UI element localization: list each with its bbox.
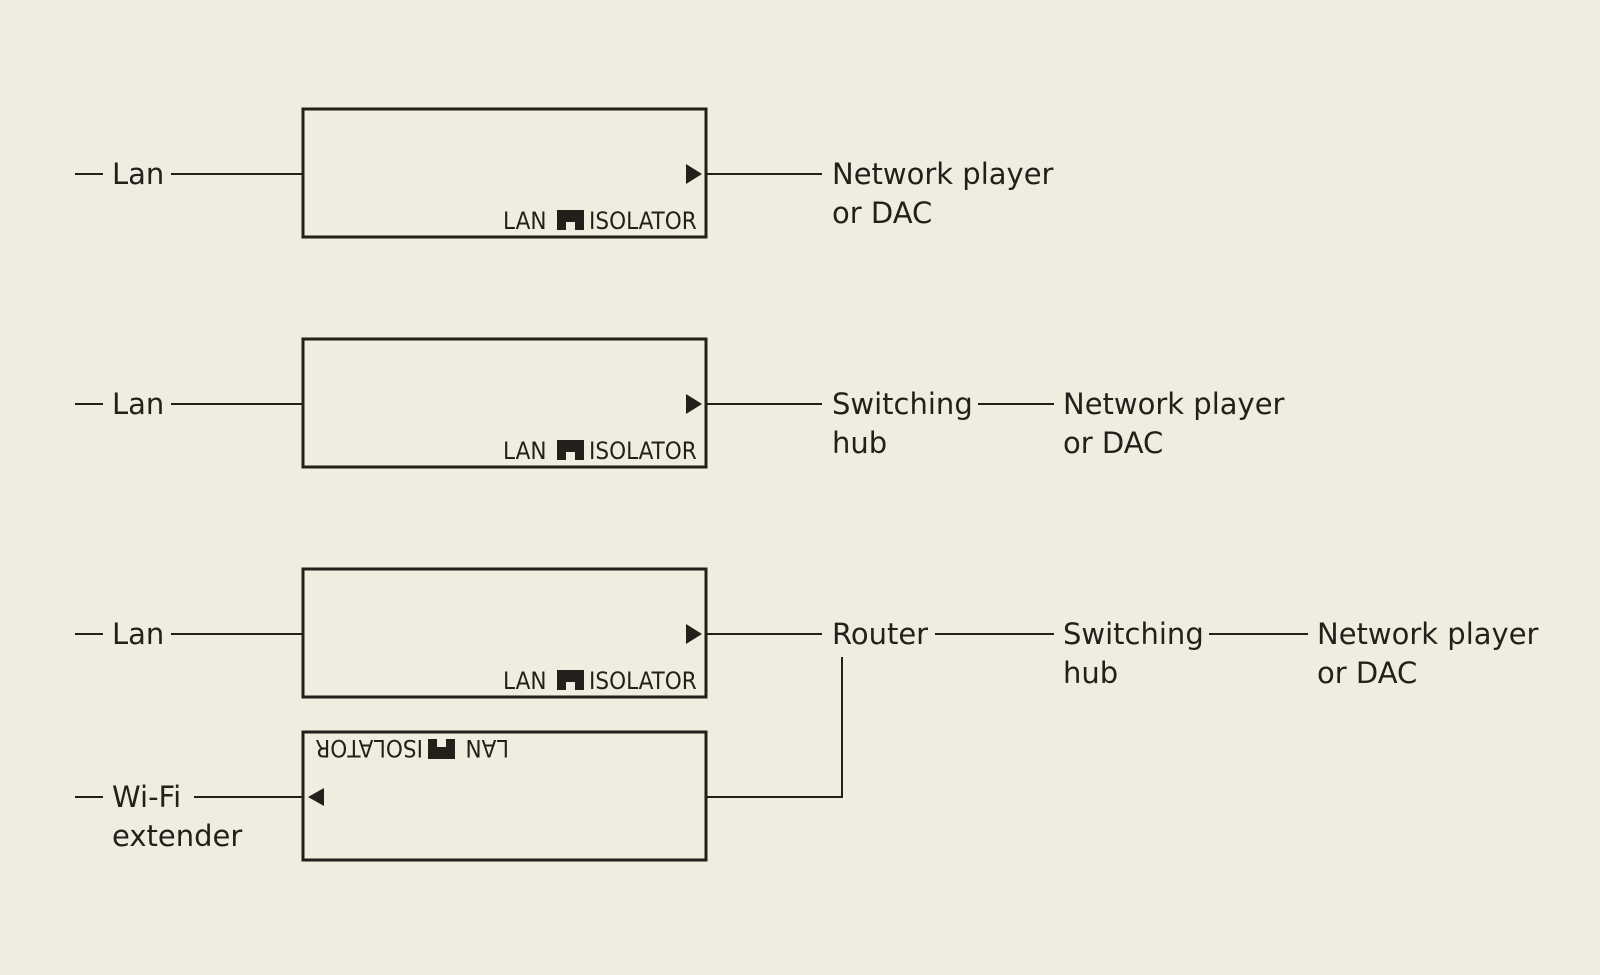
- brand-isolator-text: ISOLATOR: [315, 734, 423, 762]
- brand-isolator-text: ISOLATOR: [589, 207, 697, 235]
- brand-lan-text: LAN: [503, 667, 547, 695]
- output-arrow-icon: [686, 164, 702, 184]
- output-label-line-2: or DAC: [1063, 426, 1163, 460]
- isolator-outline: [301, 730, 708, 862]
- isolator-logo-icon: [557, 440, 584, 460]
- upside-down-brand: LAN ISOLATOR: [315, 734, 509, 762]
- row-1: Lan LAN ISOLATOR Network player or DAC: [75, 107, 1054, 239]
- brand-lan-text: LAN: [503, 207, 547, 235]
- input-arrow-icon: [308, 788, 324, 806]
- row-4: Wi-Fi extender LAN ISOLATOR: [75, 730, 708, 862]
- hub-label-line-2: hub: [832, 426, 887, 460]
- router-to-isolator-line: [706, 657, 843, 798]
- lan-isolator-box-inverted: LAN ISOLATOR: [301, 730, 708, 862]
- output-arrow-icon: [686, 624, 702, 644]
- isolator-logo-icon: [557, 210, 584, 230]
- lan-label: Lan: [112, 617, 164, 651]
- output-arrow-icon: [686, 394, 702, 414]
- wifi-label-line-1: Wi-Fi: [112, 780, 181, 814]
- output-label-line-1: Network player: [832, 157, 1054, 191]
- lan-label: Lan: [112, 157, 164, 191]
- output-label-line-2: or DAC: [1317, 656, 1417, 690]
- brand-isolator-text: ISOLATOR: [589, 667, 697, 695]
- row-2: Lan LAN ISOLATOR Switching hub Network p…: [75, 337, 1285, 469]
- output-label-line-1: Network player: [1063, 387, 1285, 421]
- router-label: Router: [832, 617, 928, 651]
- row-3: Lan LAN ISOLATOR Router Switching hub Ne…: [75, 567, 1539, 798]
- output-label-line-2: or DAC: [832, 196, 932, 230]
- lan-isolator-box: LAN ISOLATOR: [301, 567, 708, 699]
- brand-lan-text: LAN: [503, 437, 547, 465]
- hub-label-line-1: Switching: [832, 387, 973, 421]
- hub-label-line-2: hub: [1063, 656, 1118, 690]
- lan-isolator-box: LAN ISOLATOR: [301, 337, 708, 469]
- brand-lan-text: LAN: [466, 734, 510, 762]
- wifi-label-line-2: extender: [112, 819, 242, 853]
- brand-isolator-text: ISOLATOR: [589, 437, 697, 465]
- isolator-logo-icon: [428, 739, 455, 759]
- isolator-logo-icon: [557, 670, 584, 690]
- lan-isolator-box: LAN ISOLATOR: [301, 107, 708, 239]
- output-label-line-1: Network player: [1317, 617, 1539, 651]
- lan-label: Lan: [112, 387, 164, 421]
- hub-label-line-1: Switching: [1063, 617, 1204, 651]
